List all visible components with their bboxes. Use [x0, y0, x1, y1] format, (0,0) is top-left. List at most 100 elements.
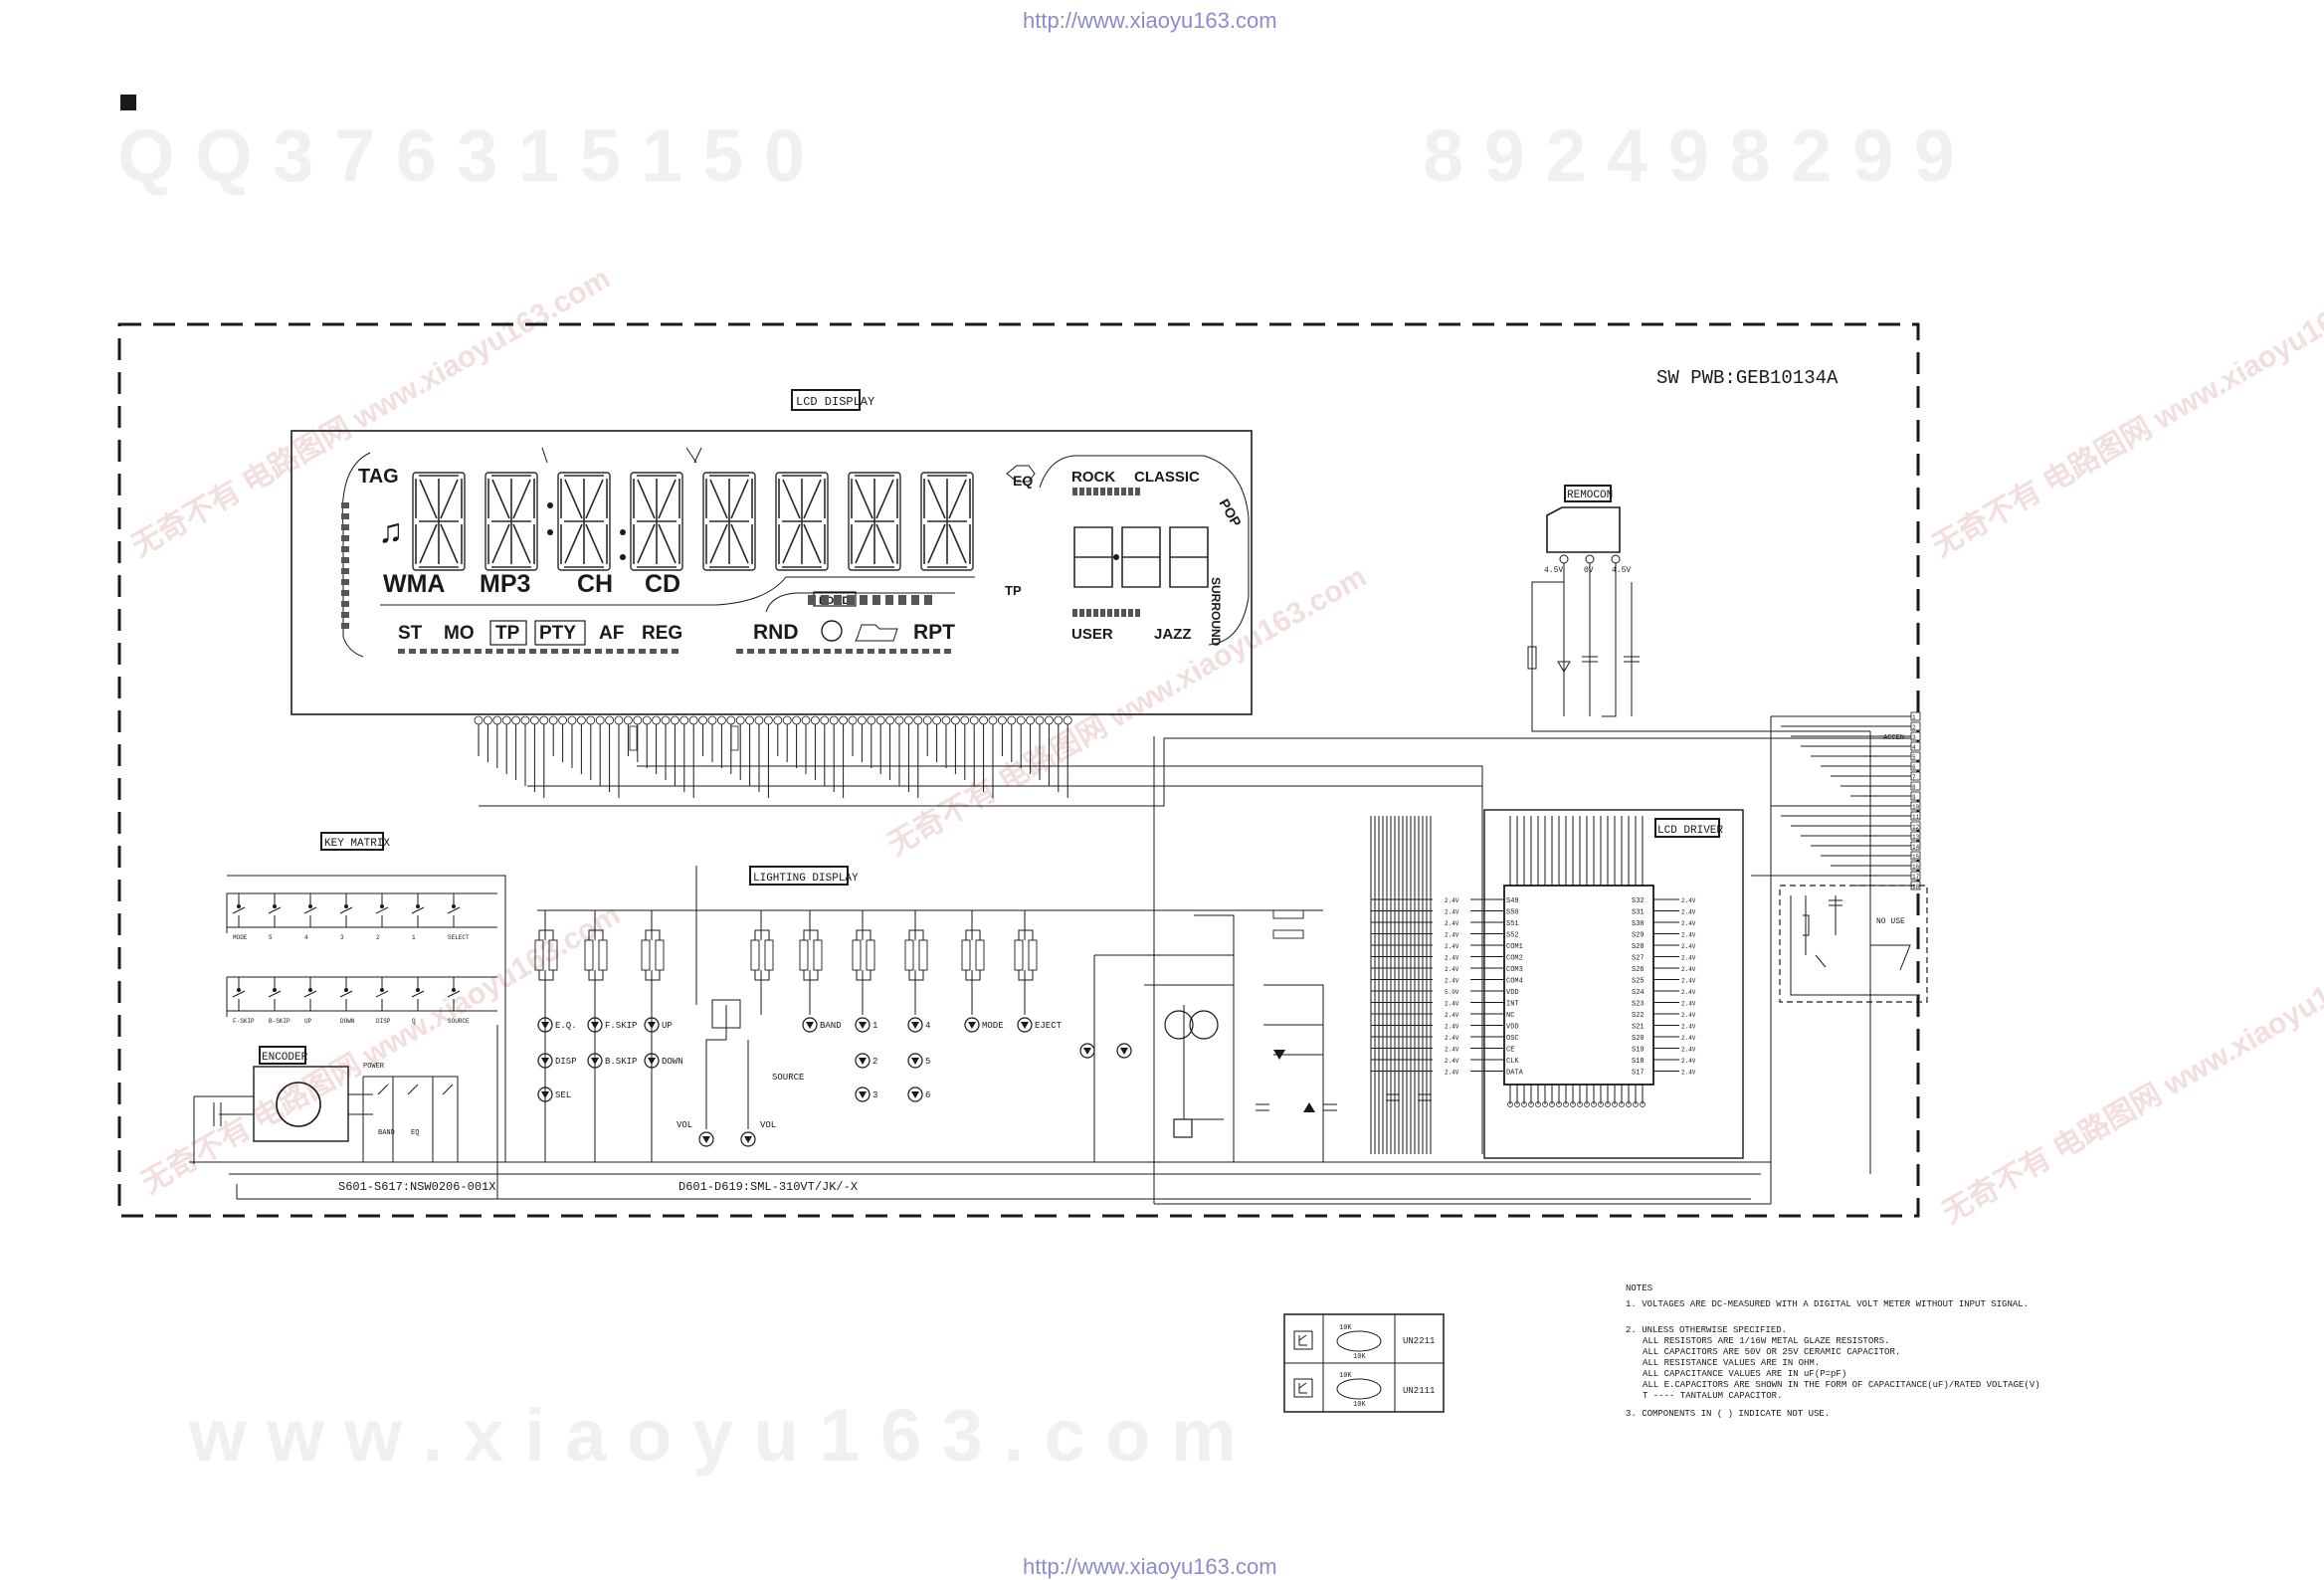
mode-dot — [944, 649, 951, 654]
led-resistor — [799, 939, 809, 971]
row2-key-label: F-SKIP — [233, 1018, 255, 1025]
lcd-pin — [614, 715, 624, 725]
lcd-pin — [811, 715, 820, 725]
section-marker — [120, 95, 136, 110]
eq-bar-top — [1100, 488, 1105, 495]
left-bar-dot — [341, 535, 349, 541]
note-2b: ALL CAPACITORS ARE 50V OR 25V CERAMIC CA… — [1643, 1347, 1900, 1357]
remocon-pin-v1: 4.5V — [1544, 566, 1563, 575]
lcd-mo: MO — [444, 623, 475, 644]
lcd-pins — [474, 715, 1072, 725]
driver-right-pin-voltage: 2.4V — [1681, 1070, 1696, 1077]
row2-key-label: B-SKIP — [269, 1018, 290, 1025]
led-right-1-label: 1 — [872, 1021, 877, 1031]
lcd-display-block: LCD DISPLAY TAG ♫ WMA MP3 CH CD ST MO TP… — [290, 389, 1253, 725]
led-resistor — [852, 939, 862, 971]
led-row2-2: DOWN — [644, 1053, 683, 1069]
eq-bar-top — [1128, 488, 1133, 495]
colon-dot-1 — [547, 529, 553, 535]
eq-bar-bottom — [1107, 609, 1112, 617]
eq-bar-bottom — [1093, 609, 1098, 617]
led-vol-left-diode — [702, 1136, 710, 1143]
lcd-pin — [754, 715, 764, 725]
driver-right-pin-label: S23 — [1632, 1001, 1645, 1009]
led-right3-1-diode — [911, 1091, 919, 1098]
driver-left-pin-voltage: 2.4V — [1445, 1070, 1459, 1077]
legend-transistor-2 — [1336, 1378, 1382, 1400]
driver-right-pin-voltage: 2.4V — [1681, 1047, 1696, 1054]
led-right-0-label: BAND — [820, 1021, 842, 1031]
connector-pin-number: 12 — [1912, 824, 1920, 831]
connector-label: ACCEN — [1883, 734, 1904, 742]
led-right-4-body — [1017, 1017, 1033, 1033]
led-right-3: MODE — [964, 1017, 1004, 1033]
led-resistor — [866, 939, 875, 971]
status-dot — [529, 649, 536, 654]
loud-bar — [821, 595, 829, 605]
led-right3-0-body — [855, 1086, 871, 1102]
remocon-block: REMOCON 4.5V 0V 4.5V — [1527, 485, 1870, 732]
status-dot — [507, 649, 514, 654]
url-watermark-top: http://www.xiaoyu163.com — [1023, 8, 1277, 33]
note-3: 3. COMPONENTS IN ( ) INDICATE NOT USE. — [1626, 1409, 1830, 1419]
lcd-driver-chip — [1503, 885, 1654, 1086]
lcd-tp: TP — [495, 623, 520, 644]
left-bar-dot — [341, 568, 349, 574]
mode-dot — [846, 649, 853, 654]
mode-dot — [780, 649, 787, 654]
eq-bar-top — [1072, 488, 1077, 495]
remocon-label-box — [1564, 485, 1612, 502]
driver-left-pin-label: S51 — [1506, 920, 1519, 928]
led-extra-1-diode — [1083, 1048, 1091, 1055]
decimal-dot — [620, 554, 626, 560]
legend-r-top-1: 10K — [1339, 1324, 1352, 1332]
url-watermark-bottom: http://www.xiaoyu163.com — [1023, 1554, 1277, 1579]
lcd-pin — [941, 715, 951, 725]
led-resistor — [598, 939, 608, 971]
note-2a: ALL RESISTORS ARE 1/16W METAL GLAZE RESI… — [1643, 1336, 1889, 1346]
driver-right-pin-voltage: 2.4V — [1681, 920, 1696, 927]
lcd-pin — [633, 715, 643, 725]
left-bar-dot — [341, 612, 349, 618]
lcd-digit-6-frame — [775, 472, 829, 571]
lcd-pin — [511, 715, 520, 725]
lcd-pin — [801, 715, 811, 725]
eq-bar-bottom — [1114, 609, 1119, 617]
diag-watermark-5: 无奇不有 电路图网 www.xiaoyu163.com — [1937, 928, 2324, 1230]
lcd-pin — [764, 715, 773, 725]
led-row1-1-label: F.SKIP — [605, 1021, 637, 1031]
legend-r-bot-2: 10K — [1353, 1401, 1366, 1409]
driver-left-pin-voltage: 2.4V — [1445, 955, 1459, 962]
led-resistor — [904, 939, 914, 971]
driver-left-pin-label: COM4 — [1506, 978, 1523, 986]
row2-key-contact — [273, 988, 277, 992]
status-dot — [540, 649, 547, 654]
encoder-body — [253, 1066, 349, 1142]
led-resistor — [764, 939, 774, 971]
lcd-display-label: LCD DISPLAY — [796, 395, 874, 409]
connector-pin-number: 1 — [1912, 714, 1916, 721]
phone-watermark: 8 9 2 4 9 8 2 9 9 — [1423, 114, 1955, 197]
mode-dot — [933, 649, 940, 654]
encoder-knob — [276, 1082, 321, 1127]
driver-transistor-2 — [1189, 1010, 1219, 1040]
connector-pin-number: 14 — [1912, 844, 1920, 851]
lcd-digit-6 — [775, 472, 829, 571]
led-vol-right-diode — [744, 1136, 752, 1143]
row1-key-contact — [452, 904, 456, 908]
eq-bar-top — [1121, 488, 1126, 495]
driver-right-pin-voltage: 2.4V — [1681, 989, 1696, 996]
lcd-pin — [782, 715, 792, 725]
led-part-note: D601-D619:SML-310VT/JK/-X — [678, 1180, 858, 1194]
lcd-reg: REG — [642, 623, 682, 644]
driver-right-pin-label: S26 — [1632, 966, 1645, 974]
status-dot — [628, 649, 635, 654]
bus-wiring — [1153, 731, 1871, 1205]
connector-pin-number: 16 — [1912, 864, 1920, 871]
lcd-panel — [290, 430, 1253, 715]
lcd-driver-label: LCD DRIVER — [1657, 825, 1723, 837]
row1-key-contact — [344, 904, 348, 908]
board-title: SW PWB:GEB10134A — [1656, 367, 1839, 389]
row1-key-contact — [237, 904, 241, 908]
row2-key-label: DISP — [376, 1018, 391, 1025]
